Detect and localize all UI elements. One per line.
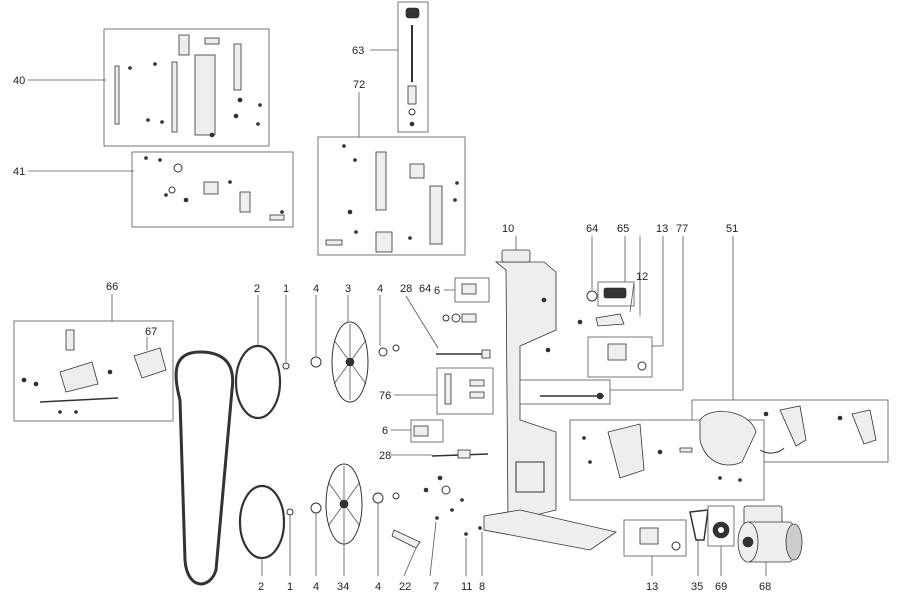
saw-frame-part — [483, 236, 617, 551]
label-63: 63 — [352, 45, 364, 57]
label-11: 11 — [461, 581, 472, 593]
pin-part — [325, 239, 343, 246]
rail-part — [114, 65, 120, 125]
label-28-upper: 28 — [400, 283, 412, 295]
upper-wheel-part — [331, 321, 369, 403]
label-64-top: 64 — [586, 223, 598, 235]
bracket-part — [204, 37, 220, 45]
post-part — [65, 329, 75, 351]
frame-body — [494, 261, 557, 521]
bracket-part — [203, 181, 219, 195]
screw-part — [269, 214, 285, 221]
plate-part — [133, 347, 167, 379]
saw-blade-part — [174, 350, 235, 586]
label-34: 34 — [337, 581, 349, 593]
label-69: 69 — [715, 581, 727, 593]
base-part — [483, 509, 617, 551]
group-41 — [28, 151, 294, 228]
label-68: 68 — [759, 581, 771, 593]
group-13-upper — [587, 236, 664, 378]
upper-wheel-assembly — [234, 295, 491, 420]
group-40 — [28, 28, 270, 147]
label-8: 8 — [479, 581, 485, 593]
rail-part — [171, 61, 178, 133]
label-77: 77 — [676, 223, 688, 235]
plate-part — [178, 34, 190, 56]
label-1-lower: 1 — [287, 581, 293, 593]
label-22: 22 — [399, 581, 411, 593]
tire-part — [238, 484, 286, 560]
tire-part — [234, 344, 282, 420]
group-63 — [370, 1, 429, 133]
part-68-motor — [737, 505, 803, 576]
fence-part — [59, 361, 99, 393]
label-66: 66 — [106, 281, 118, 293]
block-part — [375, 231, 393, 253]
label-4-upper-b: 4 — [377, 283, 383, 295]
top-right-parts — [577, 236, 641, 327]
label-1-upper: 1 — [283, 283, 289, 295]
label-4-upper-a: 4 — [313, 283, 319, 295]
knob-part — [405, 7, 420, 19]
part-35-belt — [689, 509, 709, 576]
label-40: 40 — [13, 75, 25, 87]
group-13-lower — [623, 519, 687, 576]
group-76 — [394, 367, 494, 415]
part-28-lower — [391, 449, 489, 459]
spring-part — [407, 85, 417, 105]
part-77 — [519, 236, 684, 405]
bracket-part — [391, 529, 421, 549]
label-2-upper: 2 — [254, 283, 260, 295]
label-67: 67 — [145, 326, 157, 338]
label-35: 35 — [691, 581, 703, 593]
label-4-lower-b: 4 — [375, 581, 381, 593]
plate-part — [607, 423, 645, 479]
group-66 — [13, 294, 174, 422]
label-76: 76 — [379, 390, 391, 402]
label-72: 72 — [353, 79, 365, 91]
guard-part — [699, 411, 757, 466]
label-13-upper: 13 — [656, 223, 668, 235]
label-51: 51 — [726, 223, 738, 235]
label-10: 10 — [502, 223, 514, 235]
guide-post-part — [194, 54, 216, 136]
group-72 — [317, 92, 466, 256]
pin-64-group — [442, 313, 477, 323]
guide-part — [429, 185, 443, 245]
rack-part — [233, 43, 242, 91]
label-64-mid: 64 — [419, 283, 431, 295]
lower-wheel-assembly — [238, 463, 483, 577]
group-51 — [569, 236, 889, 501]
label-28-lower: 28 — [379, 450, 391, 462]
label-7: 7 — [433, 581, 439, 593]
label-12: 12 — [636, 271, 648, 283]
label-3: 3 — [345, 283, 351, 295]
label-65: 65 — [617, 223, 629, 235]
label-6-lower: 6 — [382, 425, 388, 437]
guide-part — [375, 151, 387, 211]
part-6-lower — [391, 419, 444, 443]
label-13-lower: 13 — [646, 581, 658, 593]
label-41: 41 — [13, 166, 25, 178]
bracket-part — [239, 191, 251, 213]
part-69-pulley — [707, 505, 735, 576]
part-6-upper — [444, 277, 490, 303]
label-2-lower: 2 — [258, 581, 264, 593]
label-6-upper: 6 — [434, 285, 440, 297]
cap-part-10 — [501, 249, 531, 263]
pin-part — [481, 349, 491, 359]
label-4-lower-a: 4 — [313, 581, 319, 593]
block-part — [409, 163, 425, 179]
